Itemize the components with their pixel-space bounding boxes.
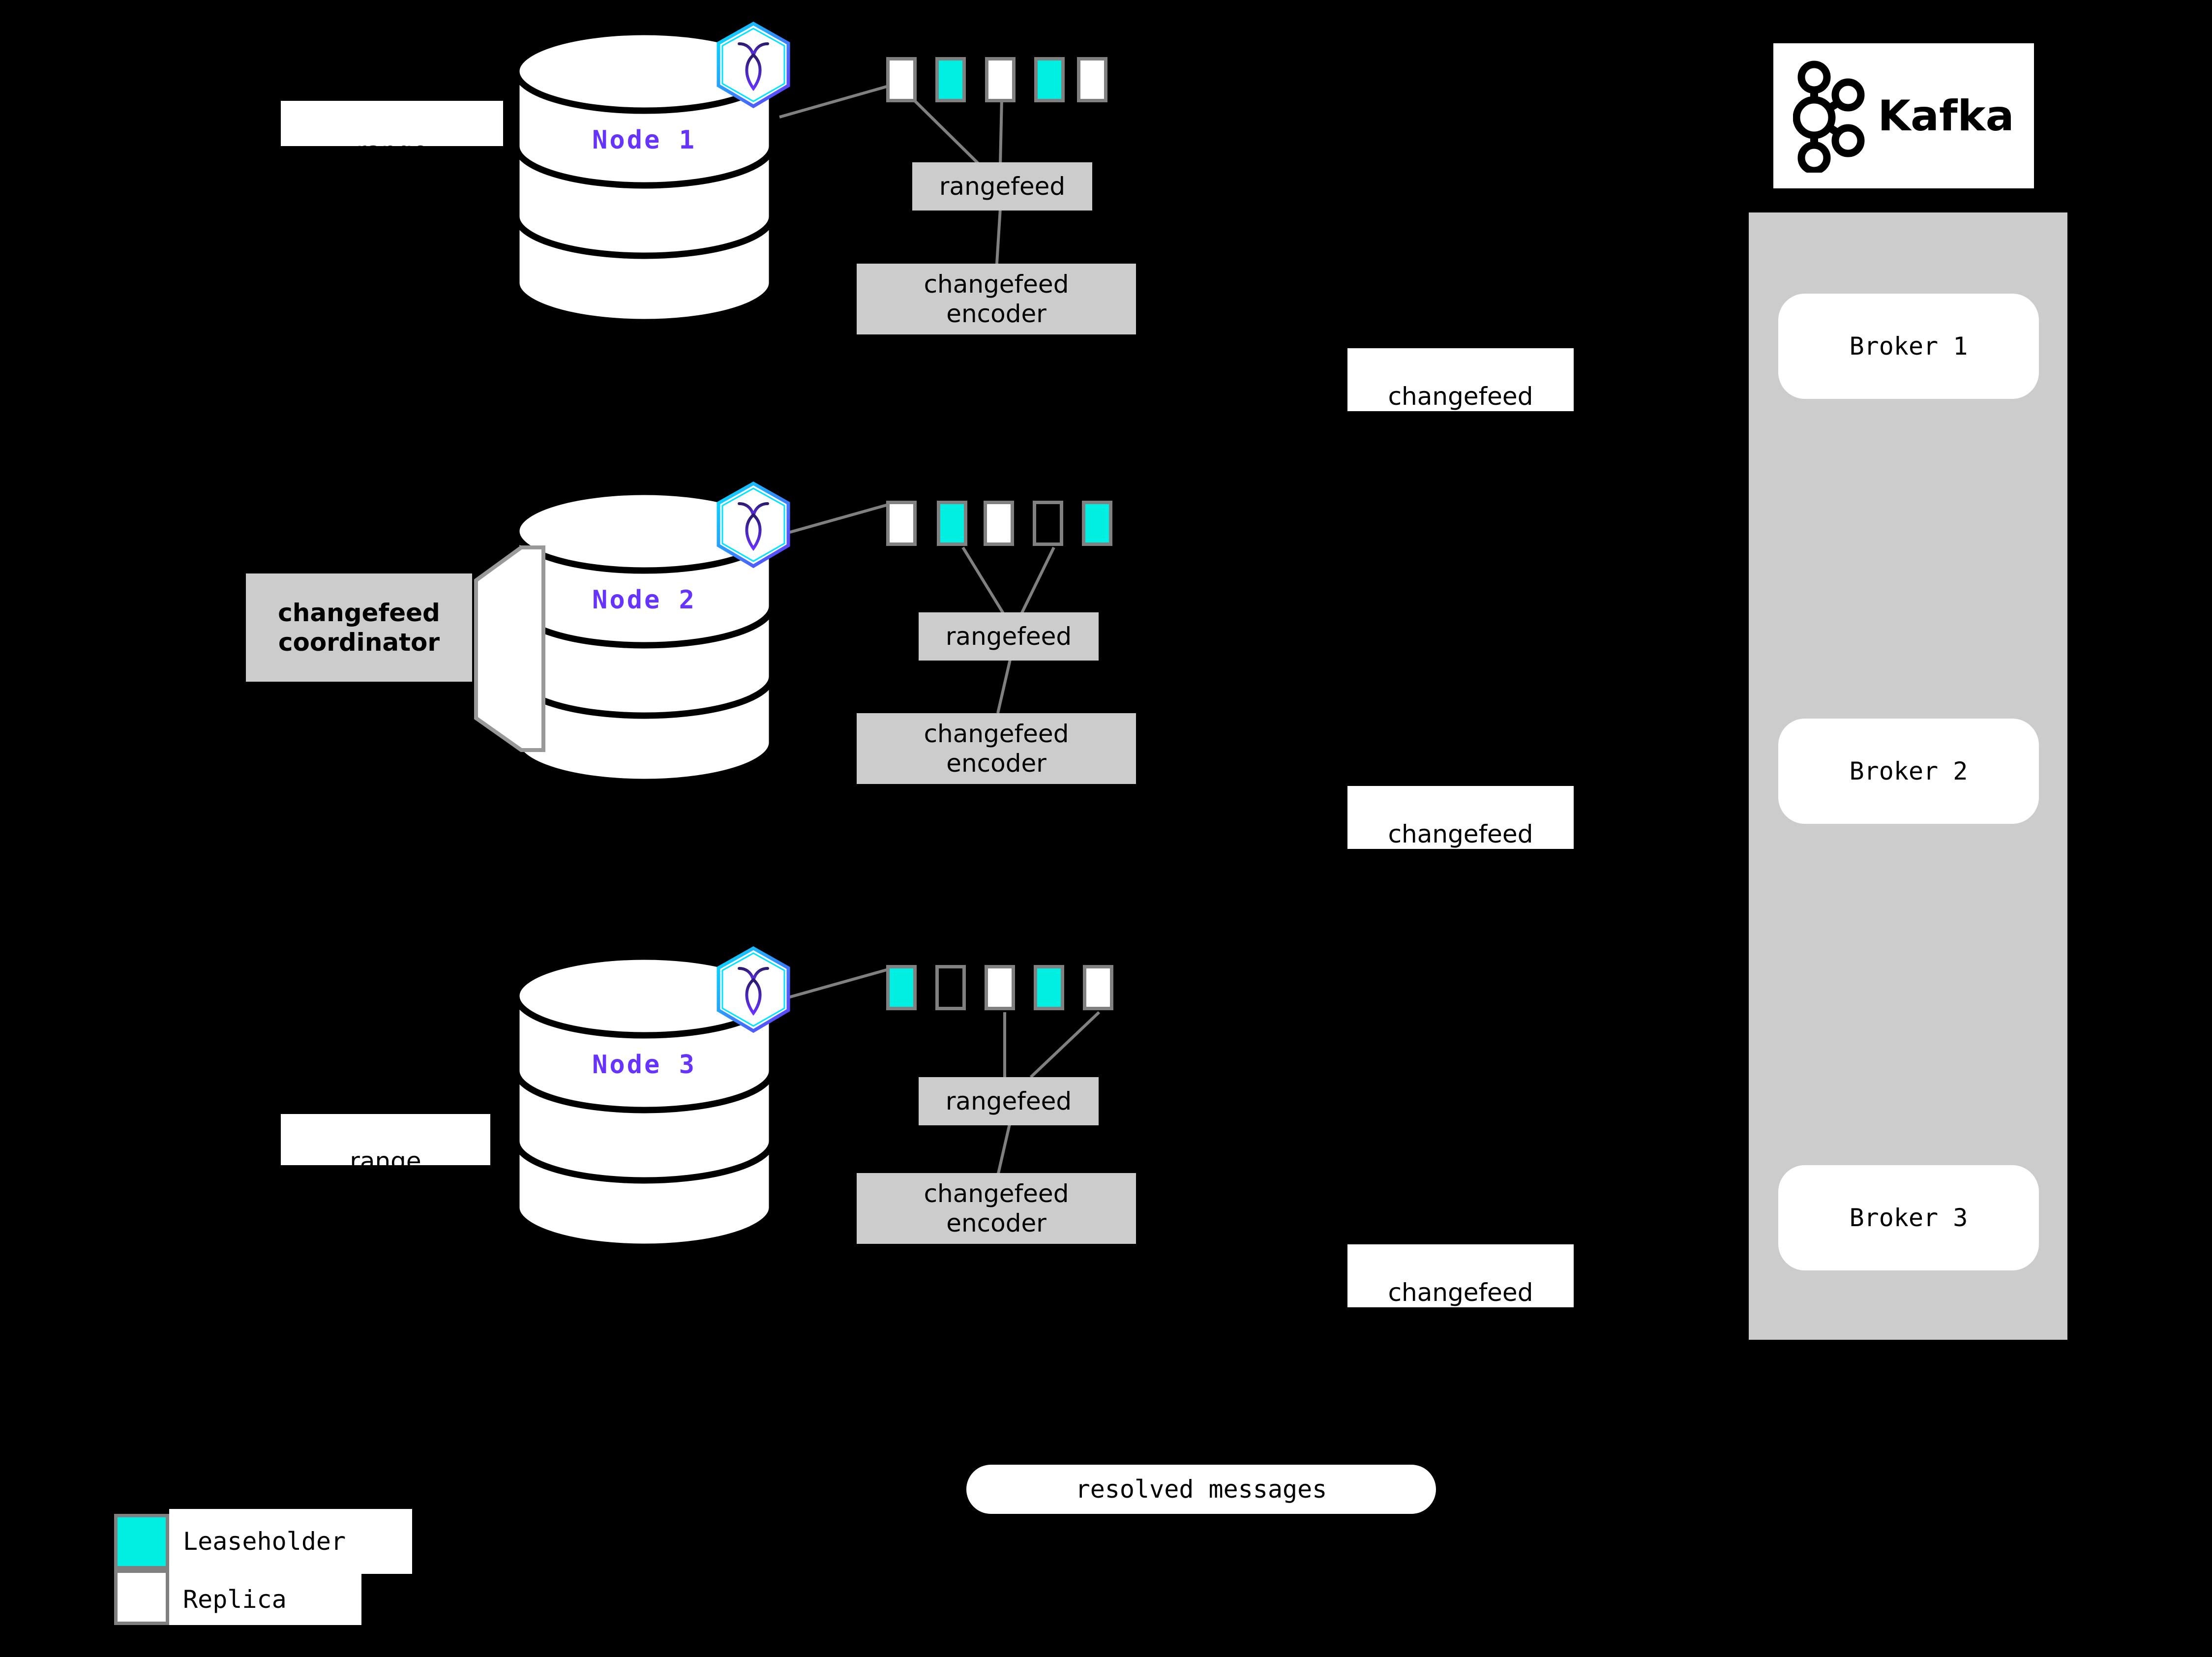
legend-swatch-leaseholder bbox=[114, 1514, 169, 1569]
kafka-wordmark: Kafka bbox=[1878, 91, 2014, 141]
kafka-logo-icon bbox=[1793, 60, 1865, 173]
node-1-range-5[interactable] bbox=[1077, 57, 1107, 102]
legend-label-replica: Replica bbox=[169, 1574, 361, 1625]
node-1-cylinder bbox=[513, 29, 776, 326]
broker-2[interactable]: Broker 2 bbox=[1778, 719, 2039, 824]
broker-3[interactable]: Broker 3 bbox=[1778, 1165, 2039, 1270]
node-2-rangefeed-label: rangefeed bbox=[945, 622, 1072, 651]
resolved-messages-label: resolved messages bbox=[1075, 1475, 1327, 1504]
node-2-encoder[interactable]: changefeed encoder bbox=[857, 713, 1136, 784]
node-3-rangefeed-label: rangefeed bbox=[945, 1087, 1072, 1115]
node-1-label: Node 1 bbox=[592, 125, 696, 155]
node-2-range-4[interactable] bbox=[1033, 501, 1063, 546]
node-3-range-1[interactable] bbox=[886, 965, 917, 1010]
node-3-messages-text: changefeed messages bbox=[1388, 1278, 1533, 1336]
node-2-messages-plate: changefeed messages bbox=[1347, 786, 1574, 877]
node-2-range-2[interactable] bbox=[937, 501, 967, 546]
resolved-messages-pill[interactable]: resolved messages bbox=[966, 1465, 1436, 1514]
node-1-range-3[interactable] bbox=[985, 57, 1016, 102]
cockroachdb-logo bbox=[717, 21, 790, 109]
node-3-annotation-plate: range checkpoints bbox=[281, 1114, 490, 1205]
node-2-cylinder bbox=[513, 488, 776, 785]
node-2-range-3[interactable] bbox=[984, 501, 1014, 546]
cockroachdb-logo bbox=[717, 481, 790, 569]
node-3-label: Node 3 bbox=[592, 1050, 696, 1080]
node-1-encoder[interactable]: changefeed encoder bbox=[857, 264, 1136, 334]
node-2-label: Node 2 bbox=[592, 585, 696, 615]
node-1-range-2[interactable] bbox=[935, 57, 966, 102]
node-2-encoder-label: changefeed encoder bbox=[924, 720, 1069, 778]
node-1-range-4[interactable] bbox=[1034, 57, 1065, 102]
node-1-annotation-plate: range checkpoints bbox=[281, 101, 503, 194]
node-2-messages-text: changefeed messages bbox=[1388, 820, 1533, 877]
node-1-rangefeed-label: rangefeed bbox=[939, 172, 1066, 201]
changefeed-coordinator-label: changefeed coordinator bbox=[278, 599, 440, 657]
node-3-encoder[interactable]: changefeed encoder bbox=[857, 1173, 1136, 1244]
node-3-range-4[interactable] bbox=[1034, 965, 1064, 1010]
legend-swatch-replica bbox=[114, 1569, 169, 1625]
broker-3-label: Broker 3 bbox=[1849, 1204, 1968, 1232]
broker-2-label: Broker 2 bbox=[1849, 757, 1968, 785]
legend-label-leaseholder: Leaseholder bbox=[169, 1509, 412, 1574]
changefeed-coordinator-callout bbox=[474, 545, 545, 752]
node-2-rangefeed[interactable]: rangefeed bbox=[919, 612, 1099, 661]
kafka-logo-plate: Kafka bbox=[1773, 43, 2034, 188]
node-1-range-1[interactable] bbox=[886, 57, 917, 102]
broker-1[interactable]: Broker 1 bbox=[1778, 294, 2039, 399]
node-3-range-2[interactable] bbox=[935, 965, 966, 1010]
node-3-cylinder bbox=[513, 953, 776, 1250]
node-3-messages-plate: changefeed messages bbox=[1347, 1244, 1574, 1336]
broker-1-label: Broker 1 bbox=[1849, 332, 1968, 361]
node-1-messages-plate: changefeed messages bbox=[1347, 348, 1574, 440]
node-3-range-3[interactable] bbox=[985, 965, 1015, 1010]
legend-replica-text: Replica bbox=[183, 1585, 287, 1614]
node-3-rangefeed[interactable]: rangefeed bbox=[919, 1077, 1099, 1125]
node-3-encoder-label: changefeed encoder bbox=[924, 1179, 1069, 1237]
node-2-range-5[interactable] bbox=[1082, 501, 1112, 546]
node-2-range-1[interactable] bbox=[886, 501, 917, 546]
cockroachdb-logo bbox=[717, 946, 790, 1033]
node-1-messages-text: changefeed messages bbox=[1388, 382, 1533, 440]
node-3-range-5[interactable] bbox=[1083, 965, 1113, 1010]
legend-leaseholder-text: Leaseholder bbox=[183, 1527, 346, 1556]
changefeed-coordinator-box[interactable]: changefeed coordinator bbox=[246, 573, 472, 682]
node-1-rangefeed[interactable]: rangefeed bbox=[912, 162, 1092, 211]
node-1-encoder-label: changefeed encoder bbox=[924, 270, 1069, 328]
node-1-annotation-text: range checkpoints bbox=[318, 137, 466, 194]
node-3-annotation-text: range checkpoints bbox=[312, 1147, 459, 1205]
